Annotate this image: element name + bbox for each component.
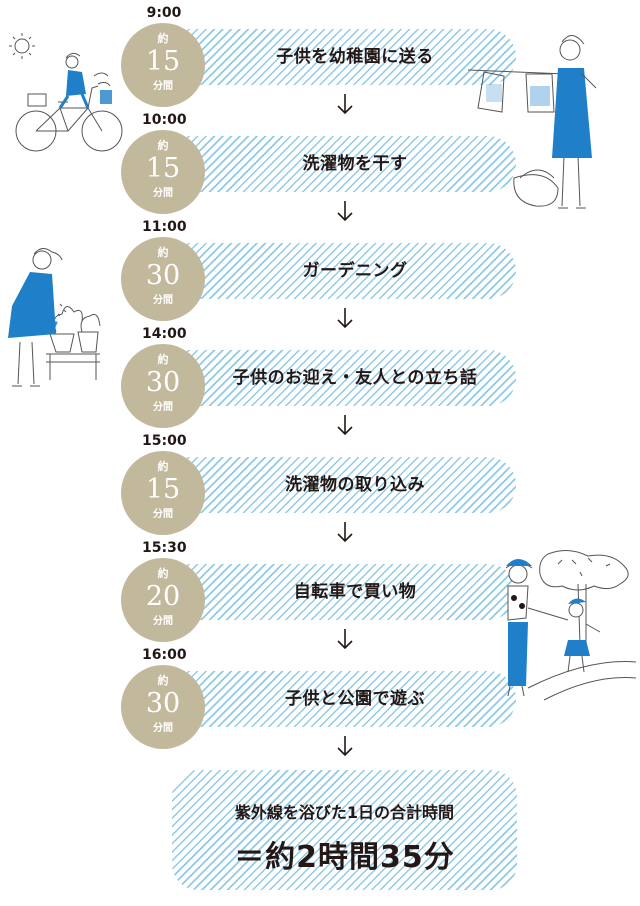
step-time: 10:00 bbox=[142, 112, 187, 128]
duration-minutes: 20 bbox=[145, 581, 181, 612]
activity-bar: 子供を幼稚園に送る bbox=[176, 29, 516, 85]
down-arrow-icon bbox=[337, 736, 353, 757]
step-row: 15:00 約 15 分間 洗濯物の取り込み bbox=[0, 432, 640, 535]
duration-badge: 約 15 分間 bbox=[121, 23, 205, 107]
duration-minutes: 30 bbox=[145, 688, 181, 719]
gardening-illustration bbox=[8, 248, 101, 387]
step-time: 15:30 bbox=[142, 540, 187, 556]
duration-minutes: 15 bbox=[145, 153, 181, 184]
down-arrow-icon bbox=[337, 522, 353, 543]
step-time: 11:00 bbox=[142, 219, 187, 235]
duration-badge: 約 15 分間 bbox=[121, 451, 205, 535]
bicycle-sun-illustration bbox=[9, 33, 123, 152]
activity-label: 子供のお迎え・友人との立ち話 bbox=[232, 368, 478, 388]
approx-label: 約 bbox=[157, 674, 169, 687]
step-row: 16:00 約 30 分間 子供と公園で遊ぶ bbox=[0, 646, 640, 749]
duration-unit: 分間 bbox=[153, 509, 173, 520]
duration-unit: 分間 bbox=[153, 188, 173, 199]
activity-bar: 自転車で買い物 bbox=[176, 564, 516, 620]
step-row: 15:30 約 20 分間 自転車で買い物 bbox=[0, 539, 640, 642]
laundry-hanging-illustration bbox=[467, 35, 597, 209]
duration-minutes: 30 bbox=[145, 260, 181, 291]
duration-minutes: 15 bbox=[145, 474, 181, 505]
step-row: 14:00 約 30 分間 子供のお迎え・友人との立ち話 bbox=[0, 325, 640, 428]
approx-label: 約 bbox=[157, 567, 169, 580]
total-value: ＝約2時間35分 bbox=[234, 840, 455, 875]
duration-minutes: 15 bbox=[145, 46, 181, 77]
step-row: 11:00 約 30 分間 ガーデニング bbox=[0, 218, 640, 321]
activity-bar: 洗濯物を干す bbox=[176, 136, 516, 192]
duration-unit: 分間 bbox=[153, 616, 173, 627]
step-time: 16:00 bbox=[142, 647, 187, 663]
down-arrow-icon bbox=[337, 94, 353, 115]
approx-label: 約 bbox=[157, 353, 169, 366]
activity-label: 洗濯物を干す bbox=[302, 154, 408, 174]
down-arrow-icon bbox=[337, 415, 353, 436]
duration-badge: 約 30 分間 bbox=[121, 344, 205, 428]
duration-unit: 分間 bbox=[153, 402, 173, 413]
total-caption: 紫外線を浴びた1日の合計時間 bbox=[234, 803, 455, 822]
total-summary-box: 紫外線を浴びた1日の合計時間 ＝約2時間35分 bbox=[172, 770, 517, 890]
down-arrow-icon bbox=[337, 201, 353, 222]
step-time: 15:00 bbox=[142, 433, 187, 449]
duration-unit: 分間 bbox=[153, 295, 173, 306]
step-time: 9:00 bbox=[146, 5, 182, 21]
activity-label: 子供を幼稚園に送る bbox=[276, 47, 434, 67]
activity-bar: 子供と公園で遊ぶ bbox=[176, 671, 516, 727]
down-arrow-icon bbox=[337, 308, 353, 329]
duration-badge: 約 20 分間 bbox=[121, 558, 205, 642]
activity-bar: 子供のお迎え・友人との立ち話 bbox=[176, 350, 516, 406]
activity-bar: 洗濯物の取り込み bbox=[176, 457, 516, 513]
duration-unit: 分間 bbox=[153, 81, 173, 92]
down-arrow-icon bbox=[337, 629, 353, 650]
activity-label: ガーデニング bbox=[302, 261, 408, 281]
duration-minutes: 30 bbox=[145, 367, 181, 398]
step-row: 10:00 約 15 分間 洗濯物を干す bbox=[0, 111, 640, 214]
approx-label: 約 bbox=[157, 460, 169, 473]
activity-bar: ガーデニング bbox=[176, 243, 516, 299]
duration-unit: 分間 bbox=[153, 723, 173, 734]
activity-label: 自転車で買い物 bbox=[293, 582, 417, 602]
approx-label: 約 bbox=[157, 246, 169, 259]
duration-badge: 約 15 分間 bbox=[121, 130, 205, 214]
duration-badge: 約 30 分間 bbox=[121, 237, 205, 321]
park-tree-illustration bbox=[505, 550, 636, 701]
activity-label: 子供と公園で遊ぶ bbox=[285, 689, 425, 709]
approx-label: 約 bbox=[157, 32, 169, 45]
activity-label: 洗濯物の取り込み bbox=[285, 475, 425, 495]
step-row: 9:00 約 15 分間 子供を幼稚園に送る bbox=[0, 4, 640, 107]
duration-badge: 約 30 分間 bbox=[121, 665, 205, 749]
approx-label: 約 bbox=[157, 139, 169, 152]
step-time: 14:00 bbox=[142, 326, 187, 342]
